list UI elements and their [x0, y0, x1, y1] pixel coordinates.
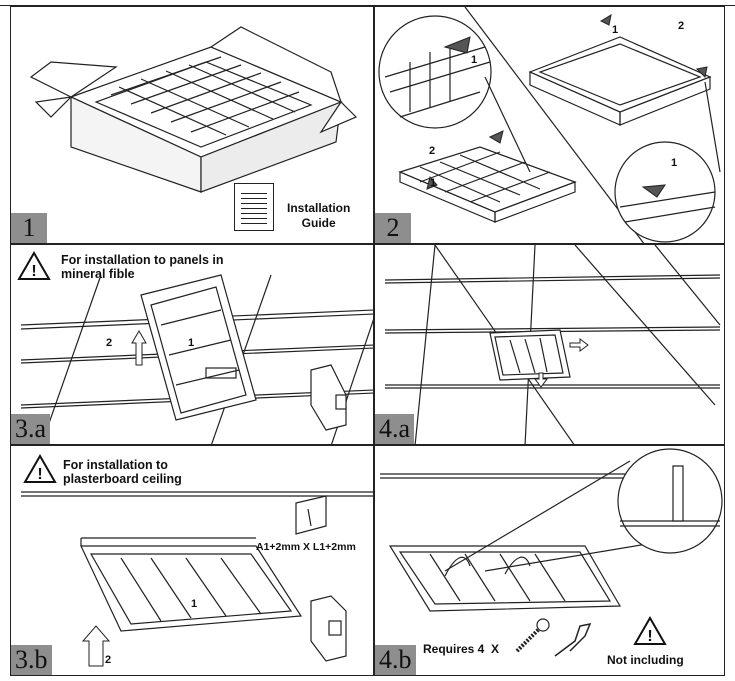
note-line-2: mineral fible: [61, 267, 135, 281]
fitted-panel-ceiling-illustration: [384, 245, 721, 444]
top-divider: [0, 0, 735, 6]
label-number-2: 2: [106, 337, 113, 349]
down-arrow-icon: [534, 372, 548, 388]
mineral-fibre-ceiling-illustration: [20, 274, 373, 444]
label-number-1-grid: 1: [430, 177, 437, 189]
label-number-1-zoom: 1: [671, 157, 678, 169]
step-badge: 4.b: [375, 645, 416, 675]
removing-louvre-illustration: [378, 7, 721, 243]
up-arrow-icon: [131, 330, 147, 366]
step-badge: 1: [11, 213, 47, 243]
mineral-fibre-note: For installation to panels in mineral fi…: [61, 253, 224, 281]
not-including-label: Not including: [607, 653, 684, 667]
panel-step-2: 1 2 1 2 1 1 2: [374, 6, 725, 244]
box-with-louvre-illustration: [29, 26, 358, 193]
label-number-1-detail: 1: [471, 54, 478, 66]
svg-text:!: !: [31, 263, 36, 280]
guide-line-2: Guide: [301, 216, 336, 230]
plasterboard-ceiling-illustration: [21, 491, 373, 667]
step-badge: 4.a: [375, 414, 415, 444]
installation-guide-label: Installation Guide: [287, 201, 350, 231]
panel-step-4b: ! Requires 4 X Not including 4.b: [374, 445, 725, 676]
note-line-1: For installation to panels in: [61, 253, 224, 267]
step-badge: 3.a: [11, 414, 51, 444]
label-number-2: 2: [678, 20, 685, 32]
screw-icon: [515, 618, 550, 653]
warning-triangle-icon: !: [17, 251, 51, 280]
plasterboard-note: For installation to plasterboard ceiling: [63, 458, 182, 486]
svg-text:!: !: [647, 628, 652, 645]
step-badge: 2: [375, 213, 411, 243]
panel-step-3b: ! For installation to plasterboard ceili…: [10, 445, 374, 676]
cutout-dimension-label: A1+2mm X L1+2mm: [256, 541, 356, 553]
panel-step-1: Installation Guide 1: [10, 6, 374, 244]
label-number-1: 1: [188, 337, 195, 349]
document-icon: [234, 183, 274, 231]
note-line-1: For installation to: [63, 458, 168, 472]
warning-triangle-icon: !: [23, 454, 57, 483]
label-number-2: 2: [105, 654, 112, 666]
requires-label: Requires 4 X: [423, 642, 500, 656]
warning-triangle-icon: !: [633, 616, 667, 645]
guide-line-1: Installation: [287, 201, 351, 215]
panel-step-3a: ! For installation to panels in mineral …: [10, 244, 374, 445]
note-line-2: plasterboard ceiling: [63, 472, 182, 486]
label-number-1: 1: [612, 24, 619, 36]
spring-clip-icon: [554, 622, 592, 657]
label-number-1: 1: [191, 598, 198, 610]
right-arrow-icon: [569, 338, 589, 352]
label-number-2-grid: 2: [429, 145, 436, 157]
panel-step-4a: 4.a: [374, 244, 725, 445]
step-badge: 3.b: [11, 645, 52, 675]
fixing-with-springs-illustration: [380, 448, 723, 657]
up-arrow-icon: [81, 625, 111, 667]
svg-text:!: !: [37, 466, 42, 483]
